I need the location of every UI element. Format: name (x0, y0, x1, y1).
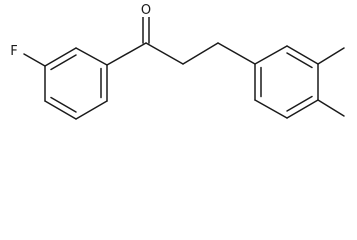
oxygen-atom-label: O (141, 3, 151, 18)
chemical-structure-diagram: F O (7, 1, 345, 120)
ring-double-bond (50, 54, 77, 71)
fluorophenyl-ring (44, 47, 108, 120)
carbon-fluorine-bond (23, 53, 46, 67)
chain-bond (217, 42, 256, 65)
fluorine-label-background (7, 41, 21, 58)
methyl-bond (317, 47, 345, 65)
carbonyl-double-bond (142, 16, 150, 44)
ring-bond (44, 47, 77, 67)
ring-bond (254, 99, 288, 119)
ring-bond (75, 100, 108, 120)
ring-double-bond (50, 96, 77, 113)
ring-bond (286, 99, 319, 119)
chain-bond (182, 42, 219, 65)
ring-double-bond (286, 52, 313, 69)
ring-bond (286, 45, 319, 65)
ring-double-bond (286, 95, 313, 112)
methyl-bond (317, 99, 345, 117)
ring-bond (254, 45, 288, 65)
ring-bond (44, 100, 77, 120)
dimethylphenyl-ring (254, 45, 319, 119)
fluorine-atom-label: F (10, 44, 17, 59)
aryl-carbonyl-bond (106, 42, 147, 66)
chain-bond (145, 42, 184, 65)
oxygen-label-background (138, 1, 154, 17)
ring-bond (75, 47, 108, 66)
